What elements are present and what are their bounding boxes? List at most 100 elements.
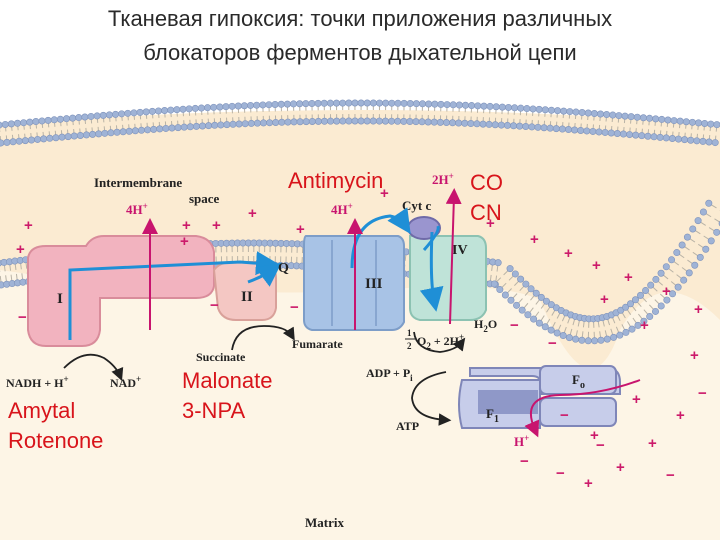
outer-membrane-lipid-head [418, 118, 426, 126]
outer-membrane-lipid-head [491, 121, 499, 129]
outer-membrane-lipid-head [168, 124, 176, 132]
inner-membrane-lipid-head [522, 280, 530, 288]
outer-membrane-lipid-head [540, 124, 548, 132]
outer-membrane-lipid-head [498, 103, 506, 111]
outer-membrane-lipid-head [186, 123, 194, 131]
outer-membrane-lipid-head [130, 109, 138, 117]
outer-membrane-lipid-head [216, 103, 224, 111]
inner-membrane-lipid-head [696, 253, 704, 261]
outer-membrane-lipid-head [511, 104, 519, 112]
outer-membrane-lipid-head [26, 118, 34, 126]
outer-membrane-lipid-head [572, 108, 580, 116]
outer-membrane-lipid-head [46, 134, 54, 142]
outer-membrane-lipid-head [668, 134, 676, 142]
plus-charge-marker: + [694, 301, 703, 318]
inner-membrane-lipid-head [511, 270, 519, 278]
complex-1 [27, 235, 215, 347]
outer-membrane-lipid-head [705, 138, 713, 146]
outer-membrane-lipid-head [192, 122, 200, 130]
outer-membrane-lipid-head [406, 100, 414, 108]
plus-charge-marker: + [616, 459, 625, 476]
outer-membrane-lipid-head [314, 117, 322, 125]
inner-membrane-lipid-head [547, 326, 555, 334]
outer-membrane-lipid-head [412, 118, 420, 126]
outer-membrane-lipid-head [699, 137, 707, 145]
inner-membrane-lipid-head [513, 301, 521, 309]
inhibitor-amytal: Amytal [8, 398, 75, 423]
outer-membrane-lipid-head [345, 117, 353, 125]
outer-membrane-lipid-head [369, 99, 377, 107]
outer-membrane-lipid-head [69, 114, 77, 122]
cytc-label: Cyt c [402, 198, 431, 213]
outer-membrane-lipid-head [639, 114, 647, 122]
plus-charge-marker: + [592, 257, 601, 274]
complex-4-label: IV [452, 243, 468, 258]
inner-membrane-lipid-head [530, 315, 538, 323]
outer-membrane-lipid-head [87, 112, 95, 120]
outer-membrane-lipid-head [357, 99, 365, 107]
outer-membrane-lipid-head [0, 139, 5, 147]
outer-membrane-lipid-head [154, 107, 162, 115]
outer-membrane-lipid-head [363, 99, 371, 107]
outer-membrane-lipid-head [381, 117, 389, 125]
outer-membrane-lipid-head [210, 103, 218, 111]
nadh-label: NADH + H+ [6, 374, 69, 390]
outer-membrane-lipid-head [449, 119, 457, 127]
outer-membrane-lipid-head [302, 118, 310, 126]
outer-membrane-lipid-head [546, 124, 554, 132]
inner-membrane-lipid-head [694, 217, 702, 225]
atp-label: ATP [396, 419, 419, 433]
outer-membrane-lipid-head [58, 133, 66, 141]
outer-membrane-lipid-head [656, 133, 664, 141]
outer-membrane-lipid-head [601, 128, 609, 136]
outer-membrane-lipid-head [265, 101, 273, 109]
outer-membrane-lipid-head [590, 110, 598, 118]
outer-membrane-lipid-head [670, 117, 678, 125]
inner-membrane-lipid-head [674, 283, 682, 291]
minus-charge-marker: − [548, 335, 557, 352]
h-out-label: H+ [514, 433, 529, 449]
inner-membrane-lipid-head [610, 333, 618, 341]
inner-membrane-lipid-head [490, 280, 498, 288]
plus-charge-marker: + [530, 231, 539, 248]
outer-membrane-lipid-head [558, 125, 566, 133]
outer-membrane-lipid-head [333, 117, 341, 125]
outer-membrane-lipid-head [382, 99, 390, 107]
outer-membrane-lipid-head [105, 111, 113, 119]
outer-membrane-lipid-head [578, 109, 586, 117]
outer-membrane-lipid-head [357, 117, 365, 125]
outer-membrane-lipid-head [308, 99, 316, 107]
inner-membrane-lipid-head [506, 265, 514, 273]
outer-membrane-lipid-head [442, 119, 450, 127]
outer-membrane-lipid-head [302, 100, 310, 108]
inner-membrane-lipid-head [642, 286, 650, 294]
outer-membrane-lipid-head [136, 108, 144, 116]
outer-membrane-lipid-head [621, 112, 629, 120]
outer-membrane-lipid-head [277, 100, 285, 108]
inner-membrane-lipid-head [640, 317, 648, 325]
inner-membrane-lipid-head [622, 328, 630, 336]
outer-membrane-lipid-head [266, 119, 274, 127]
minus-charge-marker: − [18, 309, 27, 326]
outer-membrane-lipid-head [351, 99, 359, 107]
inner-membrane-lipid-head [532, 289, 540, 297]
outer-membrane-lipid-head [223, 121, 231, 129]
complex-1-label: I [57, 291, 63, 307]
outer-membrane-lipid-head [247, 119, 255, 127]
inner-membrane-lipid-head [680, 276, 688, 284]
plus-charge-marker: + [380, 185, 389, 202]
inner-membrane-lipid-head [707, 237, 715, 245]
inner-membrane-lipid-head [501, 291, 509, 299]
inhibitor-malonate: Malonate [182, 368, 273, 393]
outer-membrane-lipid-head [93, 112, 101, 120]
inner-membrane-lipid-head [622, 303, 630, 311]
outer-membrane-lipid-head [681, 136, 689, 144]
outer-membrane-lipid-head [148, 107, 156, 115]
inner-membrane-lipid-head [669, 290, 677, 298]
h2o-label: H2O [474, 317, 497, 334]
plus-charge-marker: + [590, 427, 599, 444]
outer-membrane-lipid-head [44, 116, 52, 124]
outer-membrane-lipid-head [125, 127, 133, 135]
outer-membrane-lipid-head [369, 117, 377, 125]
outer-membrane-lipid-head [52, 134, 60, 142]
